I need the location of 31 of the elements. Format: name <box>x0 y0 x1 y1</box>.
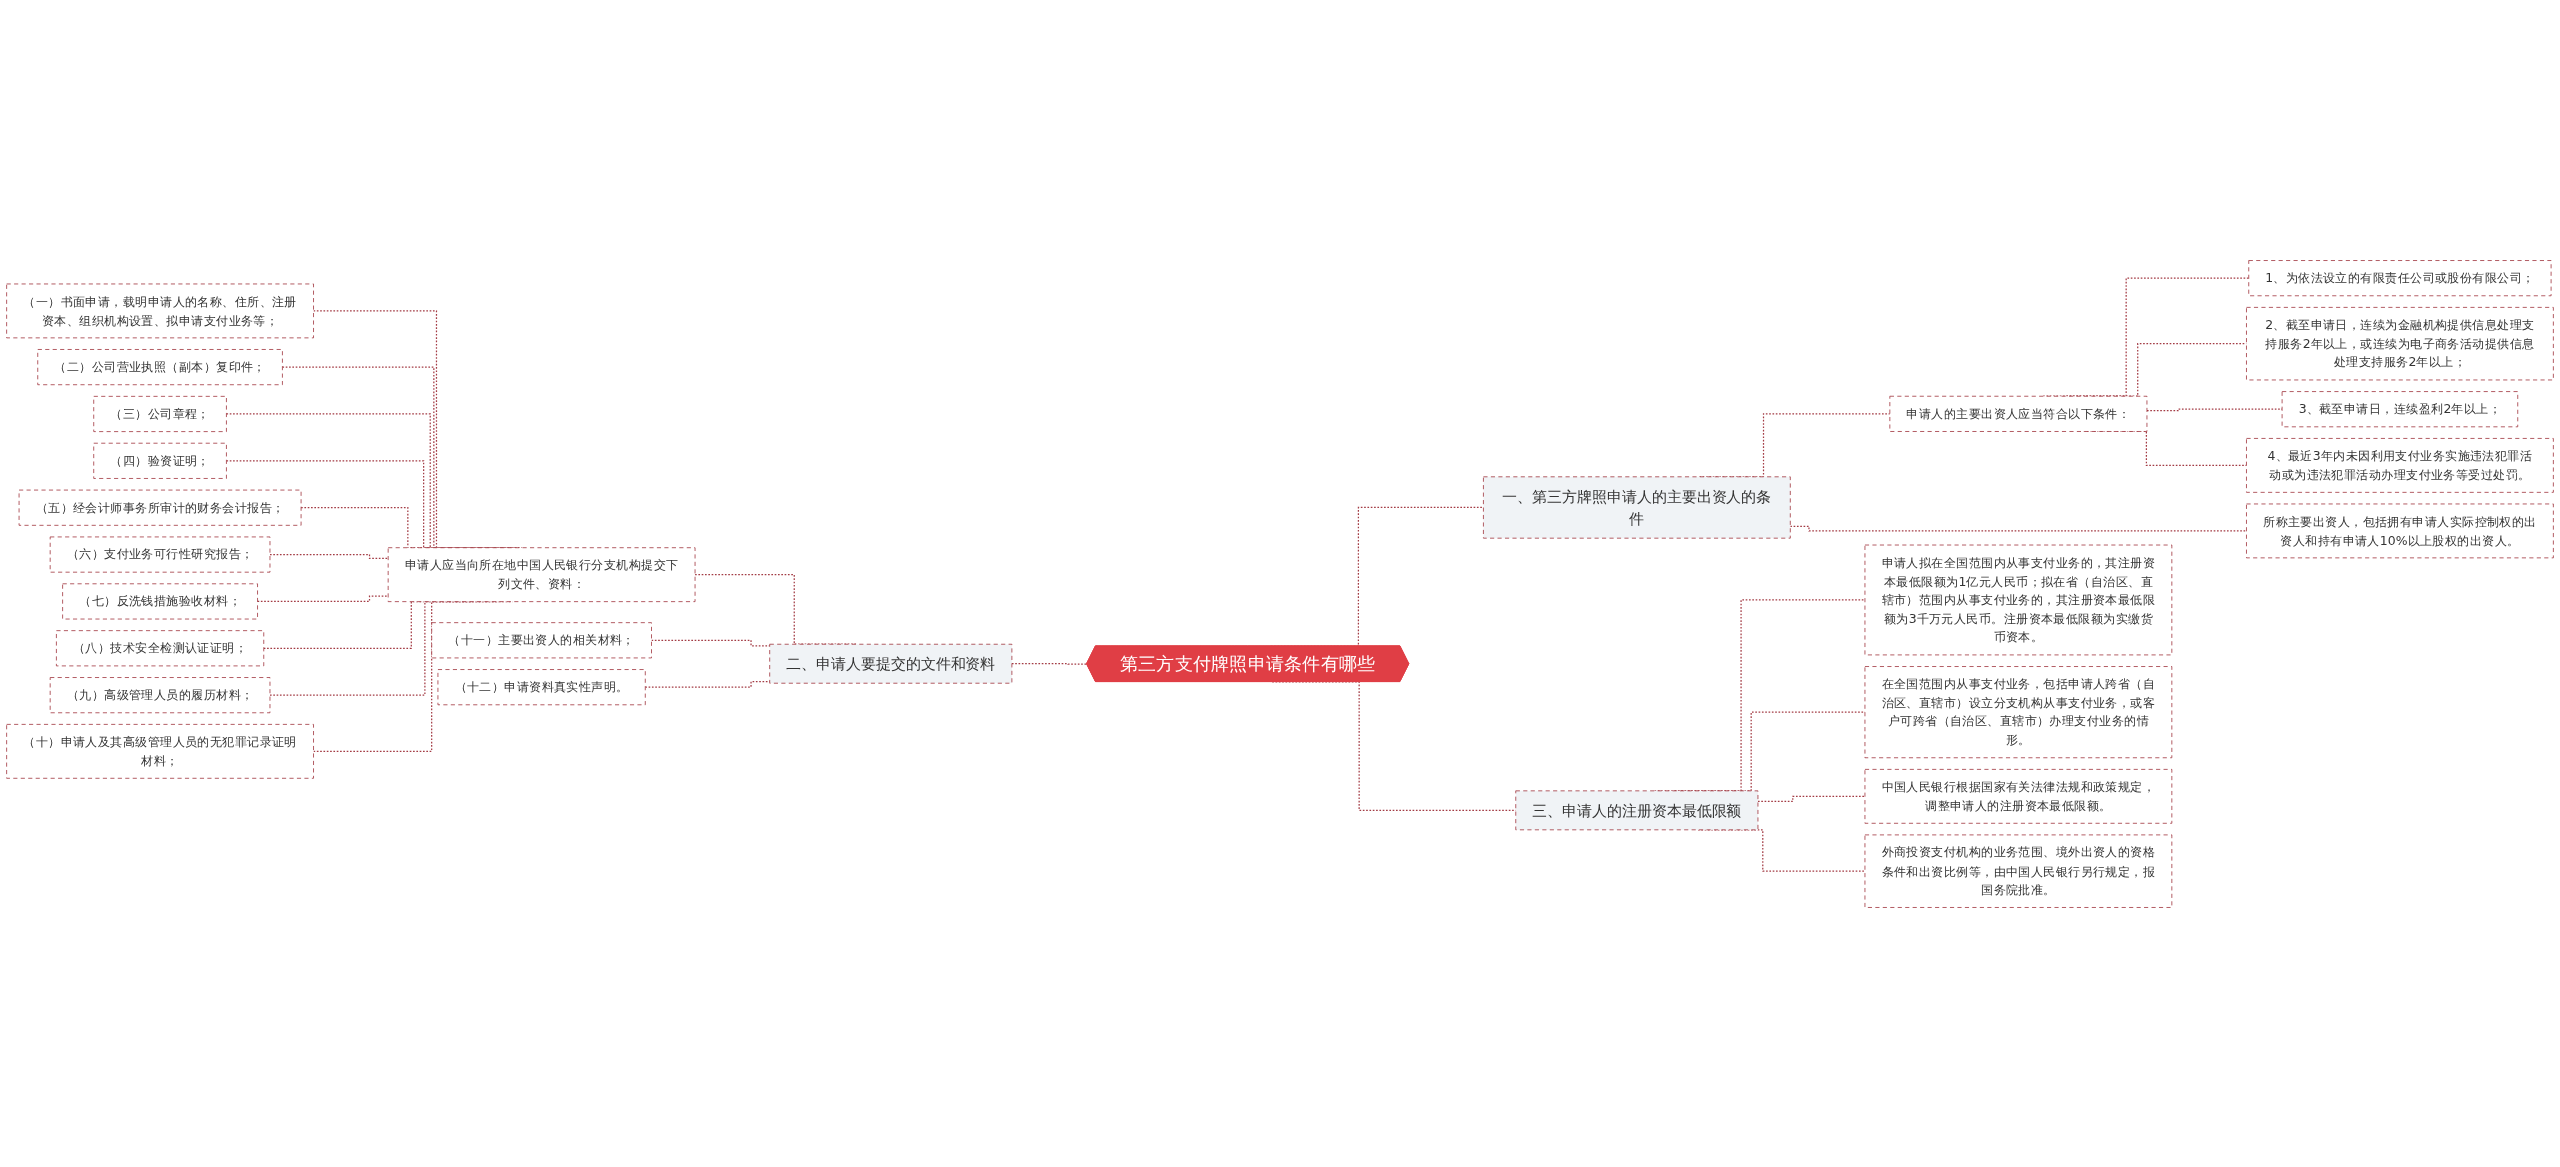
node-box: 三、申请人的注册资本最低限额 <box>1515 789 1759 830</box>
node-box: 4、最近3年内未因利用支付业务实施违法犯罪活动或为违法犯罪活动办理支付业务等受过处罚。 <box>2246 437 2554 493</box>
node-box: （六）支付业务可行性研究报告； <box>49 536 271 573</box>
node-box: 中国人民银行根据国家有关法律法规和政策规定，调整申请人的注册资本最低限额。 <box>1864 768 2173 824</box>
node-box: （十一）主要出资人的相关材料； <box>431 621 652 658</box>
node-box: 二、申请人要提交的文件和资料 <box>769 643 1013 684</box>
node-box: 申请人的主要出资人应当符合以下条件： <box>1889 395 2148 432</box>
node-box: （五）经会计师事务所审计的财务会计报告； <box>18 489 302 526</box>
connector <box>269 553 389 559</box>
node-box: 所称主要出资人，包括拥有申请人实际控制权的出资人和持有申请人10%以上股权的出资人。 <box>2246 503 2554 558</box>
node-box: 在全国范围内从事支付业务，包括申请人跨省（自治区、直辖市）设立分支机构从事支付业务，或客户可跨省（自治区、直辖市）办理支付业务的情形。 <box>1864 665 2173 758</box>
node-box: （三）公司章程； <box>93 395 227 432</box>
node-box: （四）验资证明； <box>93 442 227 479</box>
node-box: （八）技术安全检测认证证明； <box>56 629 265 666</box>
connector <box>1011 662 1088 665</box>
node-box: 外商投资支付机构的业务范围、境外出资人的资格条件和出资比例等，由中国人民银行另行规定，报国务院批准。 <box>1864 834 2173 908</box>
connector <box>650 639 771 646</box>
node-box: （一）书面申请，载明申请人的名称、住所、注册资本、组织机构设置、拟申请支付业务等； <box>6 283 314 338</box>
node-box: 3、截至申请日，连续盈利2年以上； <box>2281 390 2519 427</box>
node-box: 1、为依法设立的有限责任公司或股份有限公司； <box>2248 259 2552 296</box>
node-box: （十）申请人及其高级管理人员的无犯罪记录证明材料； <box>6 723 314 779</box>
node-box: （二）公司营业执照（副本）复印件； <box>37 348 283 385</box>
node-box: （七）反洗钱措施验收材料； <box>62 582 258 619</box>
node-box: 申请人应当向所在地中国人民银行分支机构提交下列文件、资料： <box>387 546 696 602</box>
connector <box>1757 795 1866 802</box>
node-box: （九）高级管理人员的履历材料； <box>49 676 271 713</box>
node-box: （十二）申请资料真实性声明。 <box>437 668 646 705</box>
connector <box>256 595 389 602</box>
node-box: 一、第三方牌照申请人的主要出资人的条件 <box>1483 475 1791 539</box>
node-box: 申请人拟在全国范围内从事支付业务的，其注册资本最低限额为1亿元人民币；拟在省（自治区、直辖市）范围内从事支付业务的，其注册资本最低限额为3千万元人民币。注册资本最低限额为实缴货币资本。 <box>1864 544 2173 655</box>
node-box: 2、截至申请日，连续为金融机构提供信息处理支持服务2年以上，或连续为电子商务活动提供信息处理支持服务2年以上； <box>2246 306 2554 380</box>
